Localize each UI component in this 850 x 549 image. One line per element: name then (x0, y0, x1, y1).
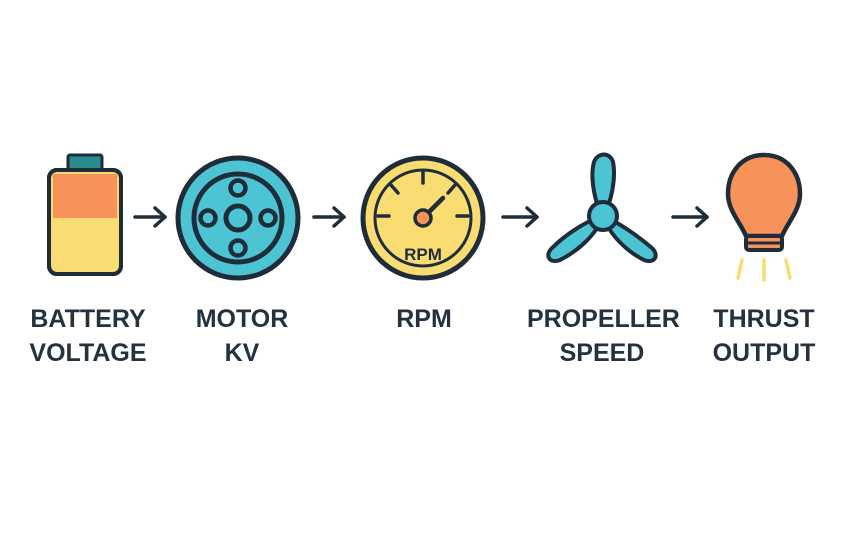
label-line: RPM (396, 305, 452, 333)
label-propeller-speed: PROPELLER SPEED (527, 302, 680, 370)
propeller-icon (546, 152, 658, 263)
label-battery-voltage: BATTERY VOLTAGE (24, 302, 152, 370)
label-line: OUTPUT (712, 339, 816, 367)
thrust-bulb-icon (725, 152, 803, 282)
label-line: PROPELLER (527, 305, 680, 333)
gauge-icon: RPM (360, 155, 486, 281)
arrow-right-icon (671, 206, 709, 228)
battery-icon (47, 153, 123, 276)
motor-icon (175, 155, 301, 281)
label-line: BATTERY (30, 305, 146, 333)
gauge-rpm-text: RPM (404, 245, 442, 264)
label-rpm: RPM (360, 302, 488, 336)
label-thrust-output: THRUST OUTPUT (700, 302, 828, 370)
label-line: VOLTAGE (29, 339, 147, 367)
label-line: KV (224, 339, 260, 367)
arrow-right-icon (312, 206, 346, 228)
label-line: THRUST (713, 305, 815, 333)
arrow-right-icon (501, 206, 539, 228)
label-motor-kv: MOTOR KV (178, 302, 306, 370)
label-line: MOTOR (195, 305, 289, 333)
arrow-right-icon (133, 206, 167, 228)
label-line: SPEED (559, 339, 645, 367)
